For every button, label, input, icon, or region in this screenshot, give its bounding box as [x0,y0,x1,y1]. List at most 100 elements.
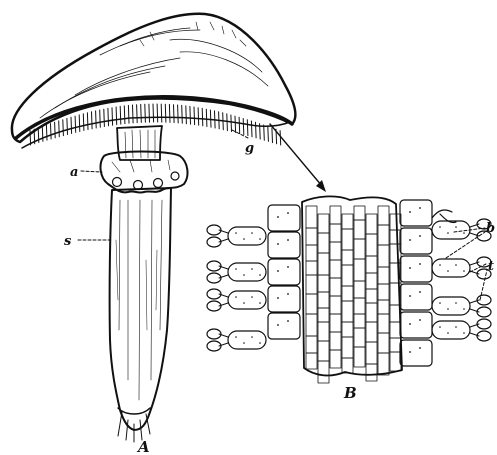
basidium-dot [251,268,253,270]
trama-cell [306,228,317,245]
basidium-body [432,321,470,339]
cell-dot [287,320,289,322]
trama-cell [342,286,353,301]
cell-dot [277,324,279,326]
basidium-dot [455,226,457,228]
trama-cell [342,265,353,286]
basidia-left [207,225,266,351]
basidium-dot [251,296,253,298]
subhymenial-cell [400,340,432,366]
gill-line [280,131,281,145]
mushroom-stem [110,188,171,442]
basidium-dot [243,274,245,276]
gill-line [202,108,203,125]
basidium-dot [235,336,237,338]
basidium-body [432,221,470,239]
cell-dot [277,243,279,245]
basidium-dot [463,308,465,310]
cell-dot [419,207,421,209]
gill-line [59,121,60,137]
gill-line [124,106,125,124]
gill-line [174,105,175,123]
gill-line [182,105,183,123]
basidium-dot [439,326,441,328]
gill-line [67,118,68,134]
trama-cell [378,333,389,353]
trama-cell [318,341,329,361]
basidium-dot [243,302,245,304]
basidium-dot [439,264,441,266]
trama-cell [354,298,365,314]
trama-cell [378,353,389,375]
gill-line [264,125,265,140]
gill-line [100,110,101,127]
leader-a [81,171,102,172]
cell-dot [409,351,411,353]
basidium-body [228,227,266,245]
trama-cell [318,214,329,233]
gill-line [87,113,88,130]
basidium-dot [447,332,449,334]
gill-line [169,104,170,122]
cell-dot [409,239,411,241]
trama-cell [318,361,329,383]
cell-dot [277,270,279,272]
trama-cell [378,225,389,245]
gill-line [71,117,72,133]
trama-cell [366,303,377,322]
trama-cell [390,352,401,371]
label-stem: s [64,234,72,249]
basidium-body [228,331,266,349]
subhymenial-cell [268,286,300,312]
gill-line [206,109,207,126]
gill-line [38,128,39,143]
trama-cell [306,245,317,261]
basidium-dot [447,270,449,272]
trama-cell [306,314,317,336]
gill-line [83,114,84,131]
gill-line [194,107,195,125]
cell-dot [419,347,421,349]
trama-cell [330,242,341,260]
subhymenial-cell [268,259,300,285]
gill-line [223,113,224,130]
subhymenial-cell [400,200,432,226]
trama-cell [366,322,377,342]
trama-cell [318,308,329,322]
trama-cell [330,260,341,278]
subhymenial-cell [400,312,432,338]
gill-line [247,120,248,136]
gill-line [260,124,261,139]
trama-cell [342,301,353,322]
trama-cell [354,314,365,328]
cell-dot [419,291,421,293]
gill-line [42,126,43,141]
trama-cell [306,353,317,369]
panel-label-a: A [136,438,150,455]
trama-cell [354,259,365,281]
magnification-arrow [270,124,326,192]
cell-dot [287,239,289,241]
gill-line [120,106,121,124]
basidium-body [228,291,266,309]
gill-line [149,104,150,122]
gill-line [161,104,162,122]
trama-cell [318,253,329,275]
trama-cell [354,206,365,220]
basidium-dot [447,232,449,234]
trama-cell [390,244,401,263]
basidium-dot [463,332,465,334]
trama-cell [366,289,377,303]
gill-line [227,114,228,131]
gill-line [251,121,252,137]
trama-cell [306,206,317,228]
gill-line [55,122,56,138]
gill-line [165,104,166,122]
trama-cell [378,245,389,267]
basidium-dot [439,302,441,304]
subhymenial-cell [268,232,300,258]
gill-line [178,105,179,123]
gill-line [104,109,105,126]
cell-dot [277,216,279,218]
